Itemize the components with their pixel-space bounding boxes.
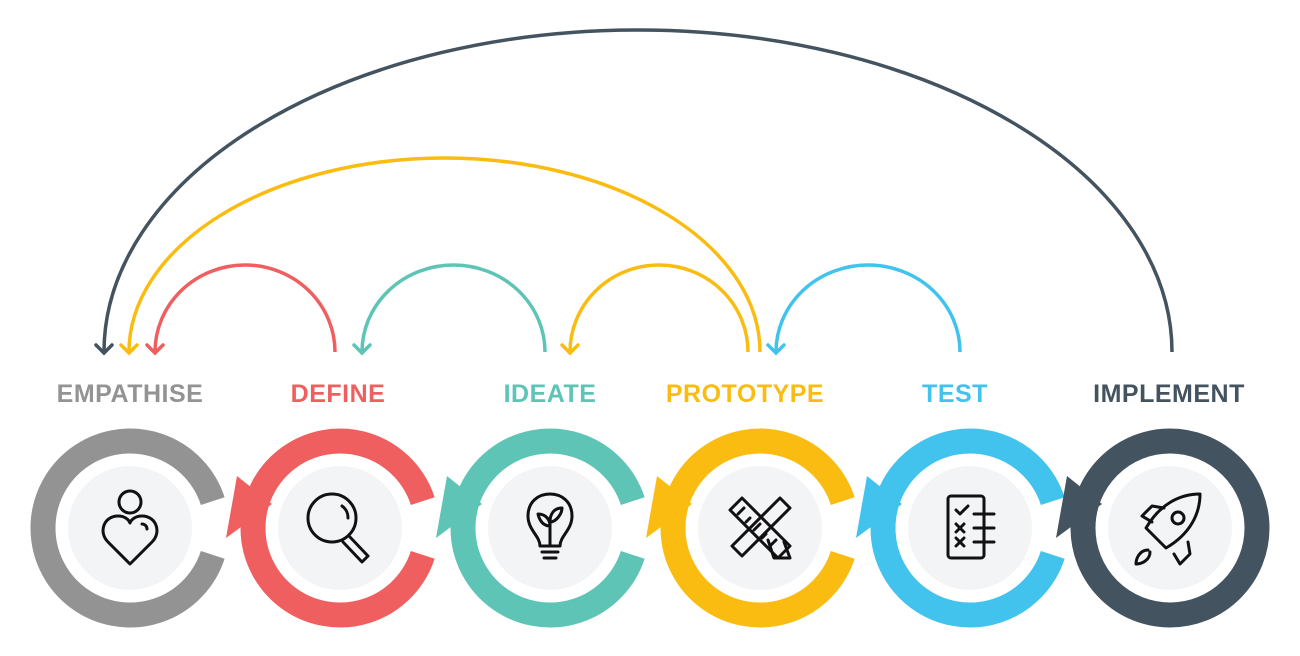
feedback-loop-prototype-to-empathise bbox=[119, 156, 762, 356]
person-heart-icon bbox=[101, 489, 159, 566]
stage-implement bbox=[1056, 428, 1270, 628]
feedback-loop-prototype-to-ideate bbox=[560, 263, 750, 356]
ring-arrow-icon bbox=[646, 476, 692, 538]
loop-arc bbox=[102, 28, 1174, 353]
icon-disc bbox=[278, 466, 402, 590]
stage-define bbox=[226, 428, 435, 628]
stage-ideate bbox=[436, 428, 645, 628]
stage-label-test: TEST bbox=[922, 380, 988, 408]
stage-label-ideate: IDEATE bbox=[503, 380, 597, 408]
loop-arc bbox=[153, 263, 337, 353]
loop-arc bbox=[568, 263, 750, 353]
ring-arrow-icon bbox=[856, 476, 902, 538]
arrowhead-icon bbox=[352, 343, 372, 356]
loop-arc bbox=[360, 263, 547, 353]
icon-disc bbox=[68, 466, 192, 590]
feedback-loop-define-to-empathise bbox=[145, 263, 337, 356]
ruler-pencil-icon bbox=[728, 496, 792, 560]
ring-arrow-icon bbox=[226, 476, 272, 538]
checklist-icon bbox=[946, 494, 996, 560]
stage-ring bbox=[660, 428, 855, 628]
arrowhead-icon bbox=[145, 343, 165, 356]
magnifier-icon bbox=[306, 492, 370, 564]
feedback-loop-test-to-prototype bbox=[766, 263, 962, 356]
loop-arc bbox=[774, 263, 962, 353]
arrowhead-icon bbox=[766, 343, 786, 356]
stage-label-prototype: PROTOTYPE bbox=[665, 380, 825, 408]
stage-ring bbox=[450, 428, 645, 628]
stage-test bbox=[856, 428, 1065, 628]
arrowhead-icon bbox=[94, 343, 114, 356]
rocket-icon bbox=[1134, 492, 1202, 566]
lightbulb-sprout-icon bbox=[526, 492, 574, 560]
stage-ring bbox=[240, 428, 435, 628]
stage-label-define: DEFINE bbox=[290, 380, 386, 408]
feedback-loop-implement-to-empathise bbox=[94, 28, 1174, 356]
feedback-loop-ideate-to-define bbox=[352, 263, 547, 356]
loop-arc bbox=[127, 156, 762, 353]
icon-disc bbox=[908, 466, 1032, 590]
icon-disc bbox=[1108, 466, 1232, 590]
ring-arrow-icon bbox=[1056, 476, 1102, 538]
stage-label-empathise: EMPATHISE bbox=[56, 380, 204, 408]
stage-empathise bbox=[30, 428, 225, 628]
arrowhead-icon bbox=[560, 343, 580, 356]
ring-arrow-icon bbox=[436, 476, 482, 538]
stage-prototype bbox=[646, 428, 855, 628]
arrowhead-icon bbox=[119, 343, 139, 356]
stage-ring bbox=[30, 428, 225, 628]
icon-disc bbox=[698, 466, 822, 590]
stage-ring bbox=[1070, 428, 1270, 628]
stage-ring bbox=[870, 428, 1065, 628]
stage-label-implement: IMPLEMENT bbox=[1093, 380, 1245, 408]
